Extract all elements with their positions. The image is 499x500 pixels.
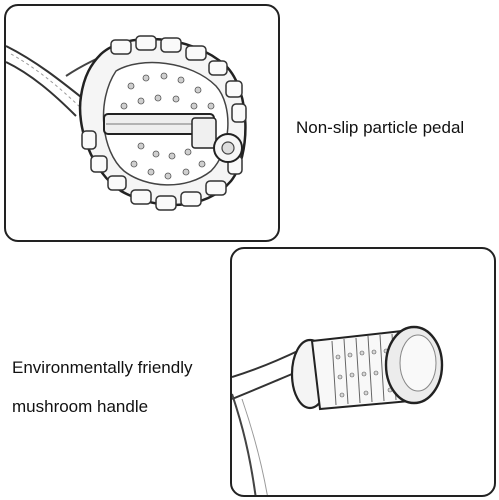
pedal-caption: Non-slip particle pedal [296, 118, 465, 137]
handle-sketch [232, 325, 444, 495]
handle-caption-line2: mushroom handle [12, 397, 149, 416]
handle-caption-line1: Environmentally friendly [12, 358, 193, 377]
handle-image-panel [230, 247, 496, 497]
pedal-sketch [6, 35, 247, 211]
pedal-image-panel [4, 4, 280, 242]
